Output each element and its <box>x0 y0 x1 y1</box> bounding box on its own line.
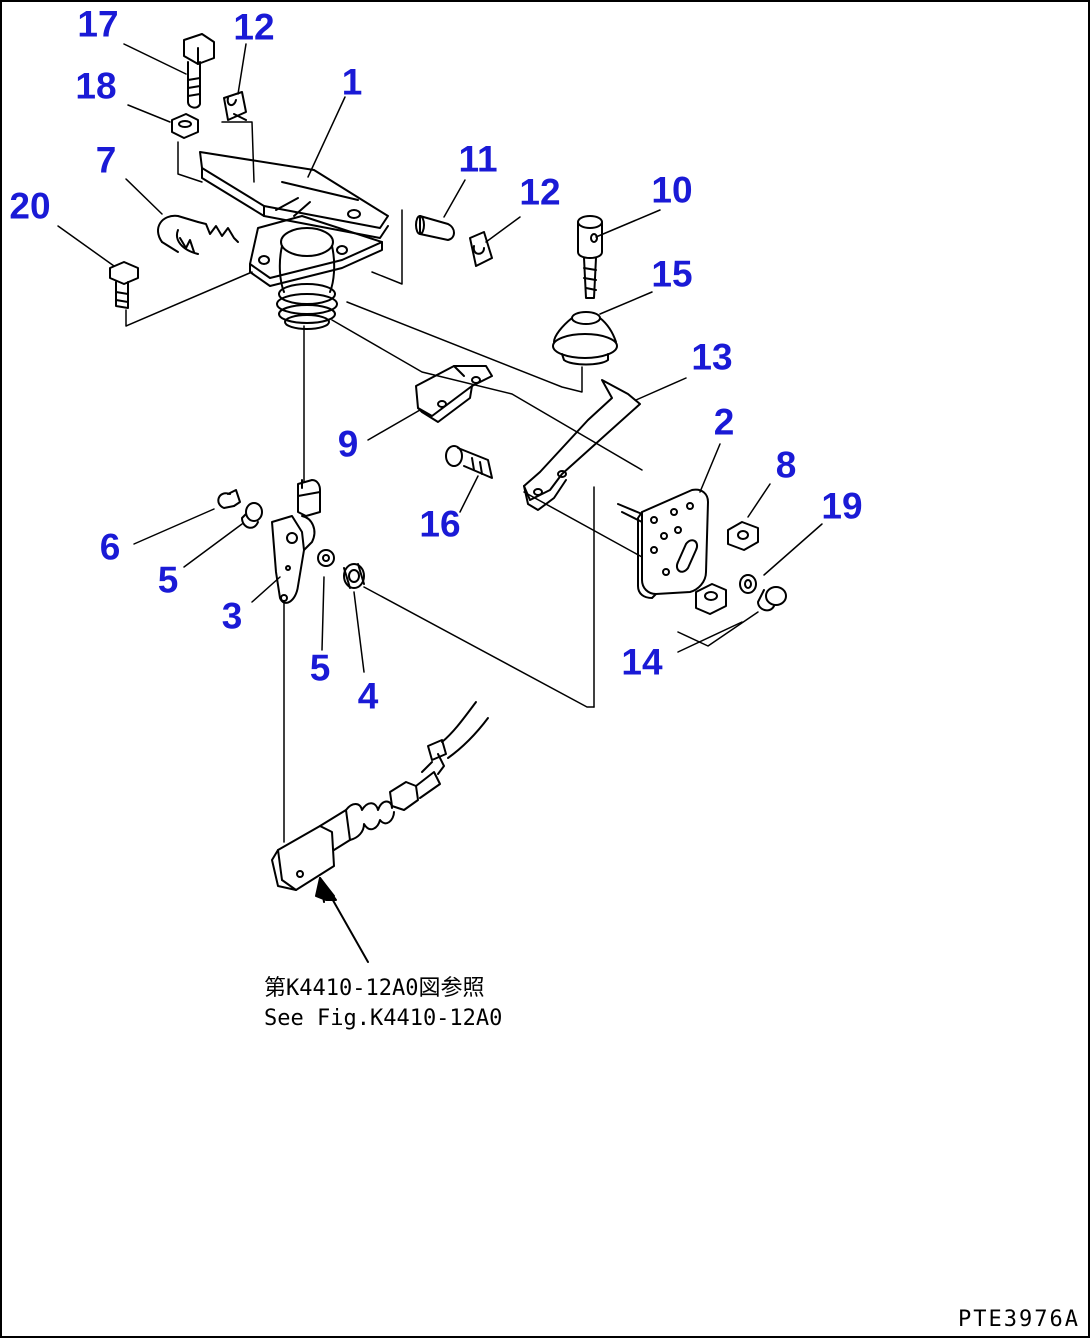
callout-10: 10 <box>651 169 693 211</box>
bolt-17 <box>183 33 215 109</box>
callout-16: 16 <box>419 503 461 545</box>
figure-code: PTE3976A <box>958 1307 1080 1332</box>
leader-lines <box>57 43 823 673</box>
assembly-lines <box>125 121 759 843</box>
callout-11: 11 <box>458 138 498 180</box>
callout-8: 8 <box>775 444 797 486</box>
callout-12-right: 12 <box>519 171 561 213</box>
callout-7: 7 <box>95 139 117 181</box>
bracket-13 <box>523 379 641 511</box>
callout-1: 1 <box>341 61 363 103</box>
bushing-19 <box>757 586 787 612</box>
nut-8 <box>727 521 759 551</box>
callout-2: 2 <box>713 401 735 443</box>
callout-5-right: 5 <box>309 647 331 689</box>
reference-note: 第K4410-12A0図参照 See Fig.K4410-12A0 <box>264 974 502 1034</box>
callout-18: 18 <box>75 65 117 107</box>
washer-19 <box>739 574 757 594</box>
bolt-20 <box>109 261 139 309</box>
e-ring-6 <box>217 489 241 509</box>
callout-19: 19 <box>821 485 863 527</box>
clip-12-top <box>223 91 247 121</box>
bushing-5-right <box>317 549 335 567</box>
callout-20: 20 <box>9 185 51 227</box>
reference-note-jp: 第K4410-12A0図参照 <box>264 976 485 1001</box>
spring-4 <box>343 563 365 589</box>
callout-5-left: 5 <box>157 559 179 601</box>
reference-note-en: See Fig.K4410-12A0 <box>264 1006 503 1031</box>
callout-13: 13 <box>691 336 733 378</box>
spring-7 <box>157 214 239 255</box>
rubber-boot <box>276 227 338 330</box>
callout-15: 15 <box>651 253 693 295</box>
callout-6: 6 <box>99 526 121 568</box>
plate-2 <box>617 488 709 599</box>
callout-3: 3 <box>221 595 243 637</box>
accelerator-pedal <box>199 151 389 287</box>
pin-11 <box>415 215 455 241</box>
clip-12-right <box>469 231 493 267</box>
nut-18 <box>171 113 199 139</box>
callout-17: 17 <box>77 3 119 45</box>
knob-10 <box>577 215 603 299</box>
bushing-5-left <box>241 502 263 529</box>
callout-14: 14 <box>621 641 663 683</box>
nut-14 <box>695 583 727 615</box>
bracket-9 <box>415 365 493 423</box>
bolt-16 <box>445 445 493 479</box>
lever-3 <box>271 479 321 604</box>
callout-12-top: 12 <box>233 6 275 48</box>
boot-15 <box>552 311 618 366</box>
reference-arrow <box>315 877 369 963</box>
callout-4: 4 <box>357 675 379 717</box>
control-cable <box>271 701 489 891</box>
callout-9: 9 <box>337 423 359 465</box>
